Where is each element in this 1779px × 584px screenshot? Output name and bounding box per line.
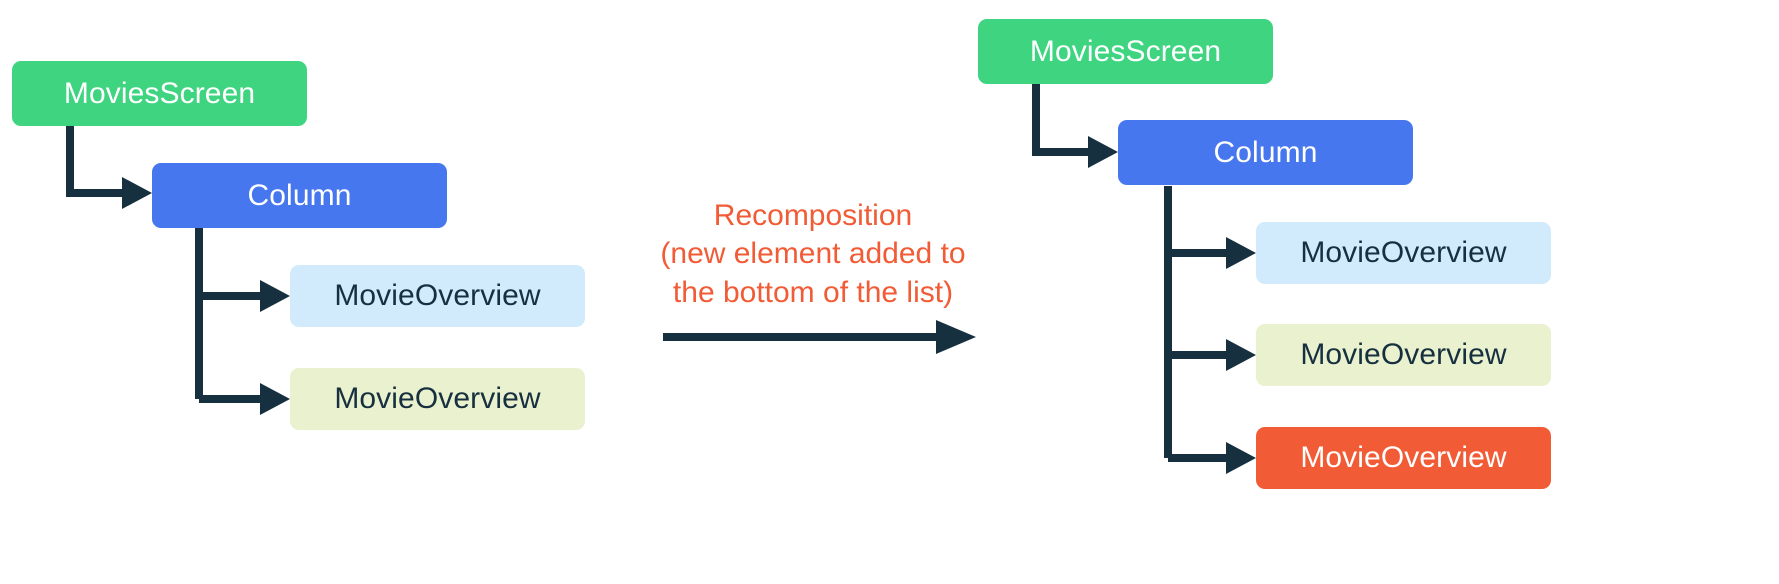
recomposition-arrow	[663, 320, 976, 354]
connector-before-column-to-child-1	[199, 280, 290, 312]
connector-before-screen-to-column	[66, 126, 152, 209]
after-node-movie-overview-2[interactable]: MovieOverview	[1256, 324, 1551, 386]
before-node-movie-overview-1[interactable]: MovieOverview	[290, 265, 585, 327]
after-node-movie-overview-1[interactable]: MovieOverview	[1256, 222, 1551, 284]
connector-before-column-to-child-2	[199, 383, 290, 415]
before-node-column[interactable]: Column	[152, 163, 447, 228]
annotation-line-3: the bottom of the list)	[672, 275, 954, 309]
connector-after-screen-to-column	[1032, 84, 1118, 168]
connector-after-column-to-child-3	[1168, 442, 1256, 474]
before-node-movie-overview-2[interactable]: MovieOverview	[290, 368, 585, 430]
after-node-column[interactable]: Column	[1118, 120, 1413, 185]
annotation-line-1: Recomposition	[713, 199, 913, 232]
connector-after-column-to-child-2	[1168, 339, 1256, 371]
annotation-line-2: (new element added to	[660, 237, 966, 271]
before-node-movies-screen[interactable]: MoviesScreen	[12, 61, 307, 126]
recomposition-annotation: Recomposition (new element added to the bo…	[653, 197, 973, 312]
after-node-movies-screen[interactable]: MoviesScreen	[978, 19, 1273, 84]
after-node-movie-overview-3-new[interactable]: MovieOverview	[1256, 427, 1551, 489]
connector-after-column-to-child-1	[1168, 237, 1256, 269]
